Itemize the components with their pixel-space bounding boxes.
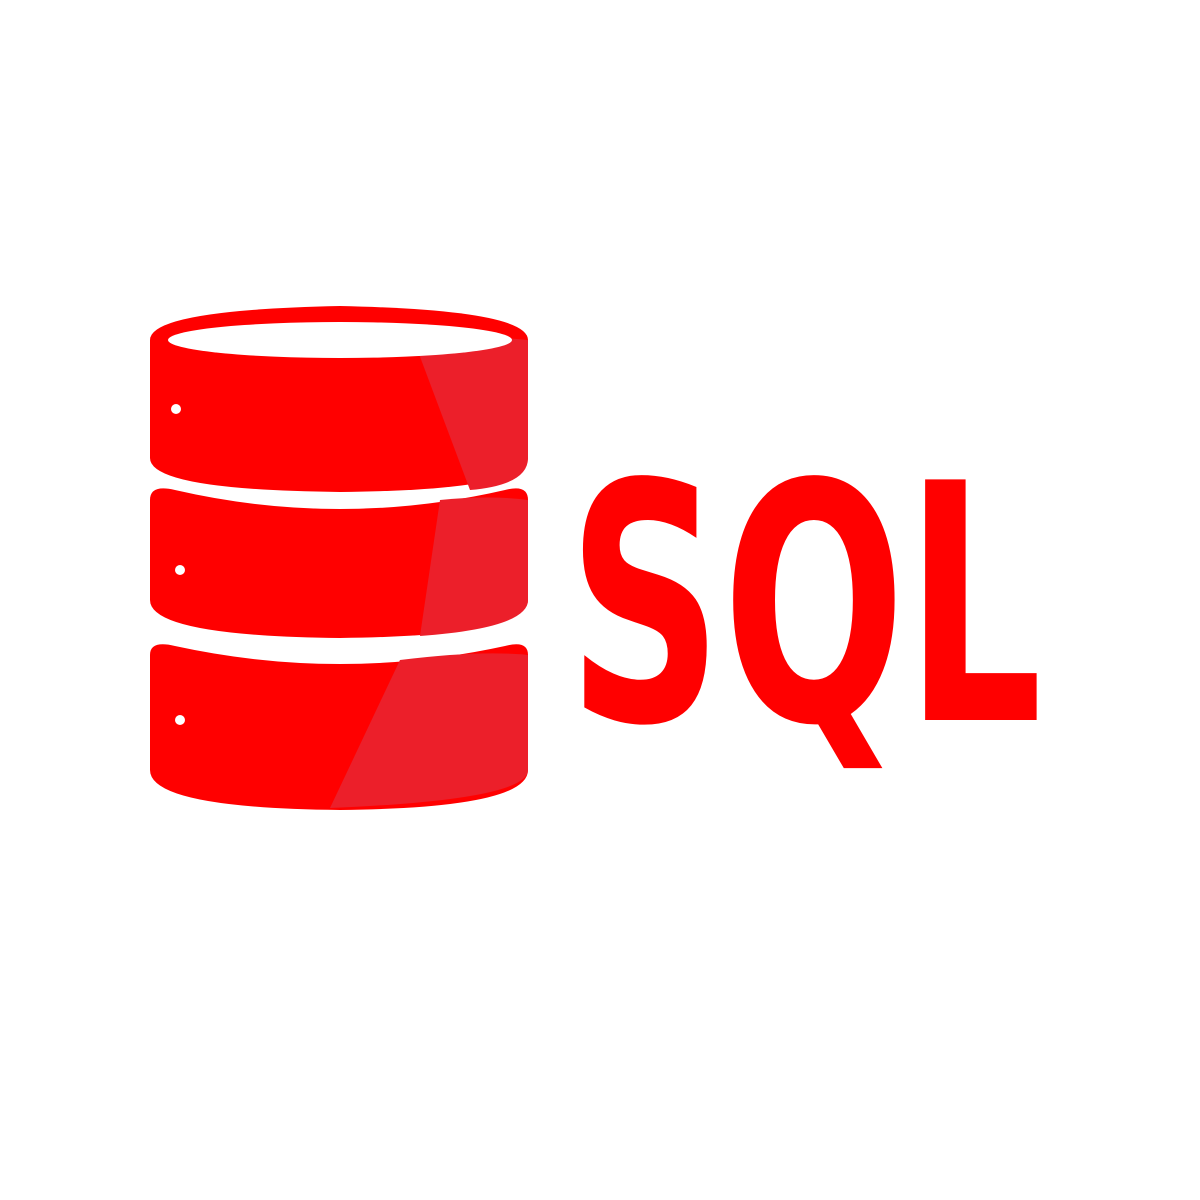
database-disk-middle <box>150 488 528 638</box>
sql-wordmark: SQL <box>568 414 1043 798</box>
database-disk-top <box>150 306 528 492</box>
status-led-top <box>171 404 181 414</box>
status-led-bottom <box>175 715 185 725</box>
disk-shade <box>420 497 528 636</box>
disk-top-face <box>168 322 512 358</box>
status-led-middle <box>175 565 185 575</box>
disk-shade <box>410 330 528 490</box>
database-disk-bottom <box>150 644 528 810</box>
database-icon <box>150 306 528 810</box>
disk-shade <box>330 653 528 808</box>
